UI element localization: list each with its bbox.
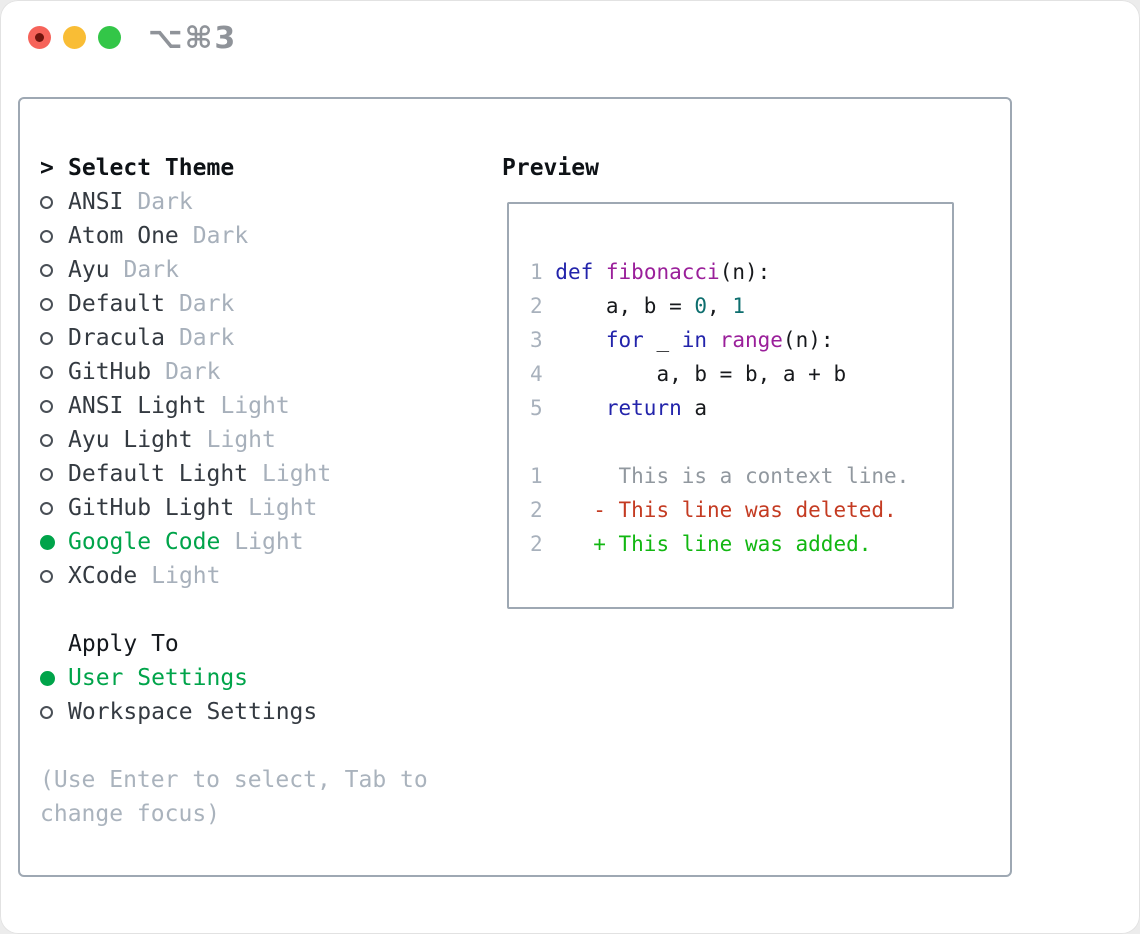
theme-option[interactable]: Default Light Light [40, 457, 460, 491]
theme-variant-tag: Light [220, 393, 290, 419]
cursor-indicator: > [40, 155, 54, 181]
code-line: 2 + This line was added. [530, 532, 872, 556]
option-label: User Settings [68, 665, 249, 691]
option-label: XCode [68, 563, 138, 589]
radio-selected-icon [40, 534, 55, 550]
theme-option[interactable]: GitHub Dark [40, 355, 460, 389]
theme-option[interactable]: Dracula Dark [40, 321, 460, 355]
radio-icon [40, 229, 53, 243]
option-label: GitHub Light [68, 495, 235, 521]
option-label: ANSI Light [68, 393, 207, 419]
option-label: GitHub [68, 359, 152, 385]
theme-option[interactable]: Google Code Light [40, 525, 460, 559]
window-shortcut-label: ⌥⌘3 [148, 20, 238, 56]
apply-to-title: Apply To [68, 631, 179, 657]
help-text: (Use Enter to select, Tab to change focu… [40, 767, 428, 827]
radio-icon [40, 331, 53, 345]
theme-option[interactable]: ANSI Light Light [40, 389, 460, 423]
apply-option[interactable]: User Settings [40, 661, 460, 695]
select-theme-heading: > Select Theme [40, 151, 460, 185]
theme-variant-tag: Dark [178, 325, 235, 351]
radio-icon [40, 399, 53, 413]
code-line: 1 This is a context line. [530, 464, 910, 488]
option-label: Google Code [68, 529, 221, 555]
record-dot-icon [35, 33, 44, 42]
option-label: Ayu Light [68, 427, 193, 453]
radio-icon [40, 263, 53, 277]
code-line: 2 - This line was deleted. [530, 498, 897, 522]
code-line: 5 return a [530, 396, 708, 420]
radio-icon [40, 705, 53, 719]
theme-option[interactable]: Atom One Dark [40, 219, 460, 253]
code-line [530, 425, 909, 459]
radio-icon [40, 297, 53, 311]
theme-variant-tag: Dark [192, 223, 249, 249]
option-label: ANSI [68, 189, 124, 215]
option-label: Atom One [68, 223, 179, 249]
option-label: Dracula [68, 325, 165, 351]
radio-icon [40, 467, 53, 481]
option-label: Default Light [68, 461, 249, 487]
apply-option[interactable]: Workspace Settings [40, 695, 460, 729]
theme-variant-tag: Light [248, 495, 318, 521]
theme-variant-tag: Dark [178, 291, 235, 317]
close-button[interactable] [28, 26, 51, 49]
code-line: 3 for _ in range(n): [530, 328, 834, 352]
maximize-button[interactable] [98, 26, 121, 49]
apply-to-heading: Apply To [40, 627, 460, 661]
theme-option[interactable]: Ayu Light Light [40, 423, 460, 457]
theme-option[interactable]: GitHub Light Light [40, 491, 460, 525]
panel-title: Select Theme [68, 155, 235, 181]
radio-icon [40, 433, 53, 447]
code-preview: 1 def fibonacci(n): 2 a, b = 0, 1 3 for _ … [530, 255, 909, 561]
code-line: 4 a, b = b, a + b [530, 362, 847, 386]
theme-variant-tag: Dark [123, 257, 179, 283]
theme-variant-tag: Dark [137, 189, 193, 215]
radio-icon [40, 569, 53, 583]
theme-option[interactable]: ANSI Dark [40, 185, 460, 219]
theme-variant-tag: Light [262, 461, 332, 487]
preview-title: Preview [502, 155, 599, 181]
radio-icon [40, 501, 53, 515]
theme-option[interactable]: XCode Light [40, 559, 460, 593]
theme-variant-tag: Light [234, 529, 304, 555]
theme-variant-tag: Dark [165, 359, 221, 385]
option-label: Default [68, 291, 165, 317]
option-label: Ayu [68, 257, 110, 283]
preview-box: 1 def fibonacci(n): 2 a, b = 0, 1 3 for _ … [507, 202, 954, 609]
radio-icon [40, 195, 53, 209]
code-line: 2 a, b = 0, 1 [530, 294, 745, 318]
theme-variant-tag: Light [151, 563, 221, 589]
code-line: 1 def fibonacci(n): [530, 260, 771, 284]
radio-selected-icon [40, 670, 55, 686]
spacer [40, 593, 460, 627]
minimize-button[interactable] [63, 26, 86, 49]
option-label: Workspace Settings [68, 699, 318, 725]
theme-option[interactable]: Default Dark [40, 287, 460, 321]
theme-option[interactable]: Ayu Dark [40, 253, 460, 287]
radio-icon [40, 365, 53, 379]
theme-variant-tag: Light [206, 427, 276, 453]
